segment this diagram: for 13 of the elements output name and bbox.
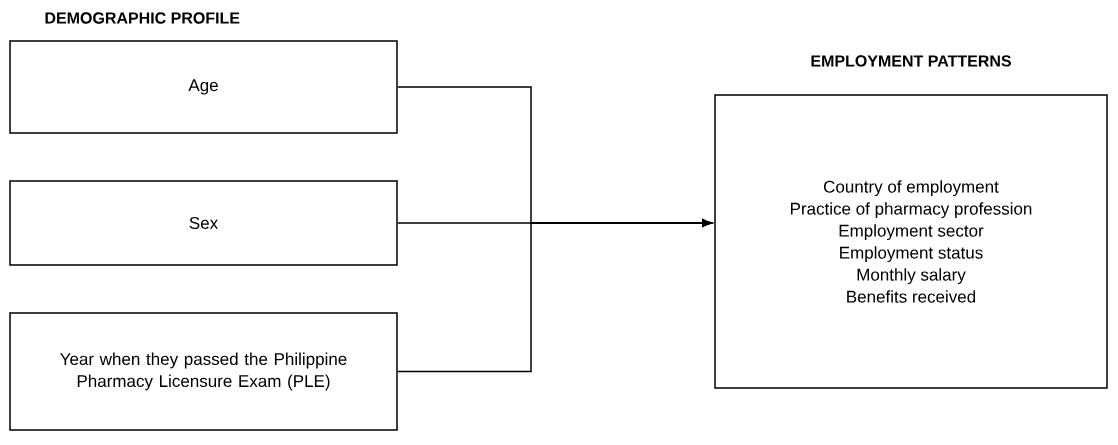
heading: DEMOGRAPHIC PROFILE (45, 12, 240, 24)
node-label: Country of employment (823, 180, 999, 197)
node-label: Benefits received (847, 290, 976, 303)
node-label: Monthly salary (857, 268, 966, 285)
variable-box: Sex (9, 180, 398, 266)
node-label: Employment sector (839, 224, 984, 241)
heading: EMPLOYMENT PATTERNS (811, 55, 1011, 67)
outcome-box: Country of employment Practice of pharmacy profession Employment sector Employment status Monthly salary Benefits received (714, 94, 1108, 389)
connector-arrow (397, 219, 712, 373)
node-label: Employment status (840, 246, 983, 263)
variable-box: Age (9, 40, 398, 134)
variable-box: Year when they passed the Philippine Pharmacy Licensure Exam (PLE) (9, 312, 398, 431)
node-label: Practice of pharmacy profession (790, 202, 1032, 219)
